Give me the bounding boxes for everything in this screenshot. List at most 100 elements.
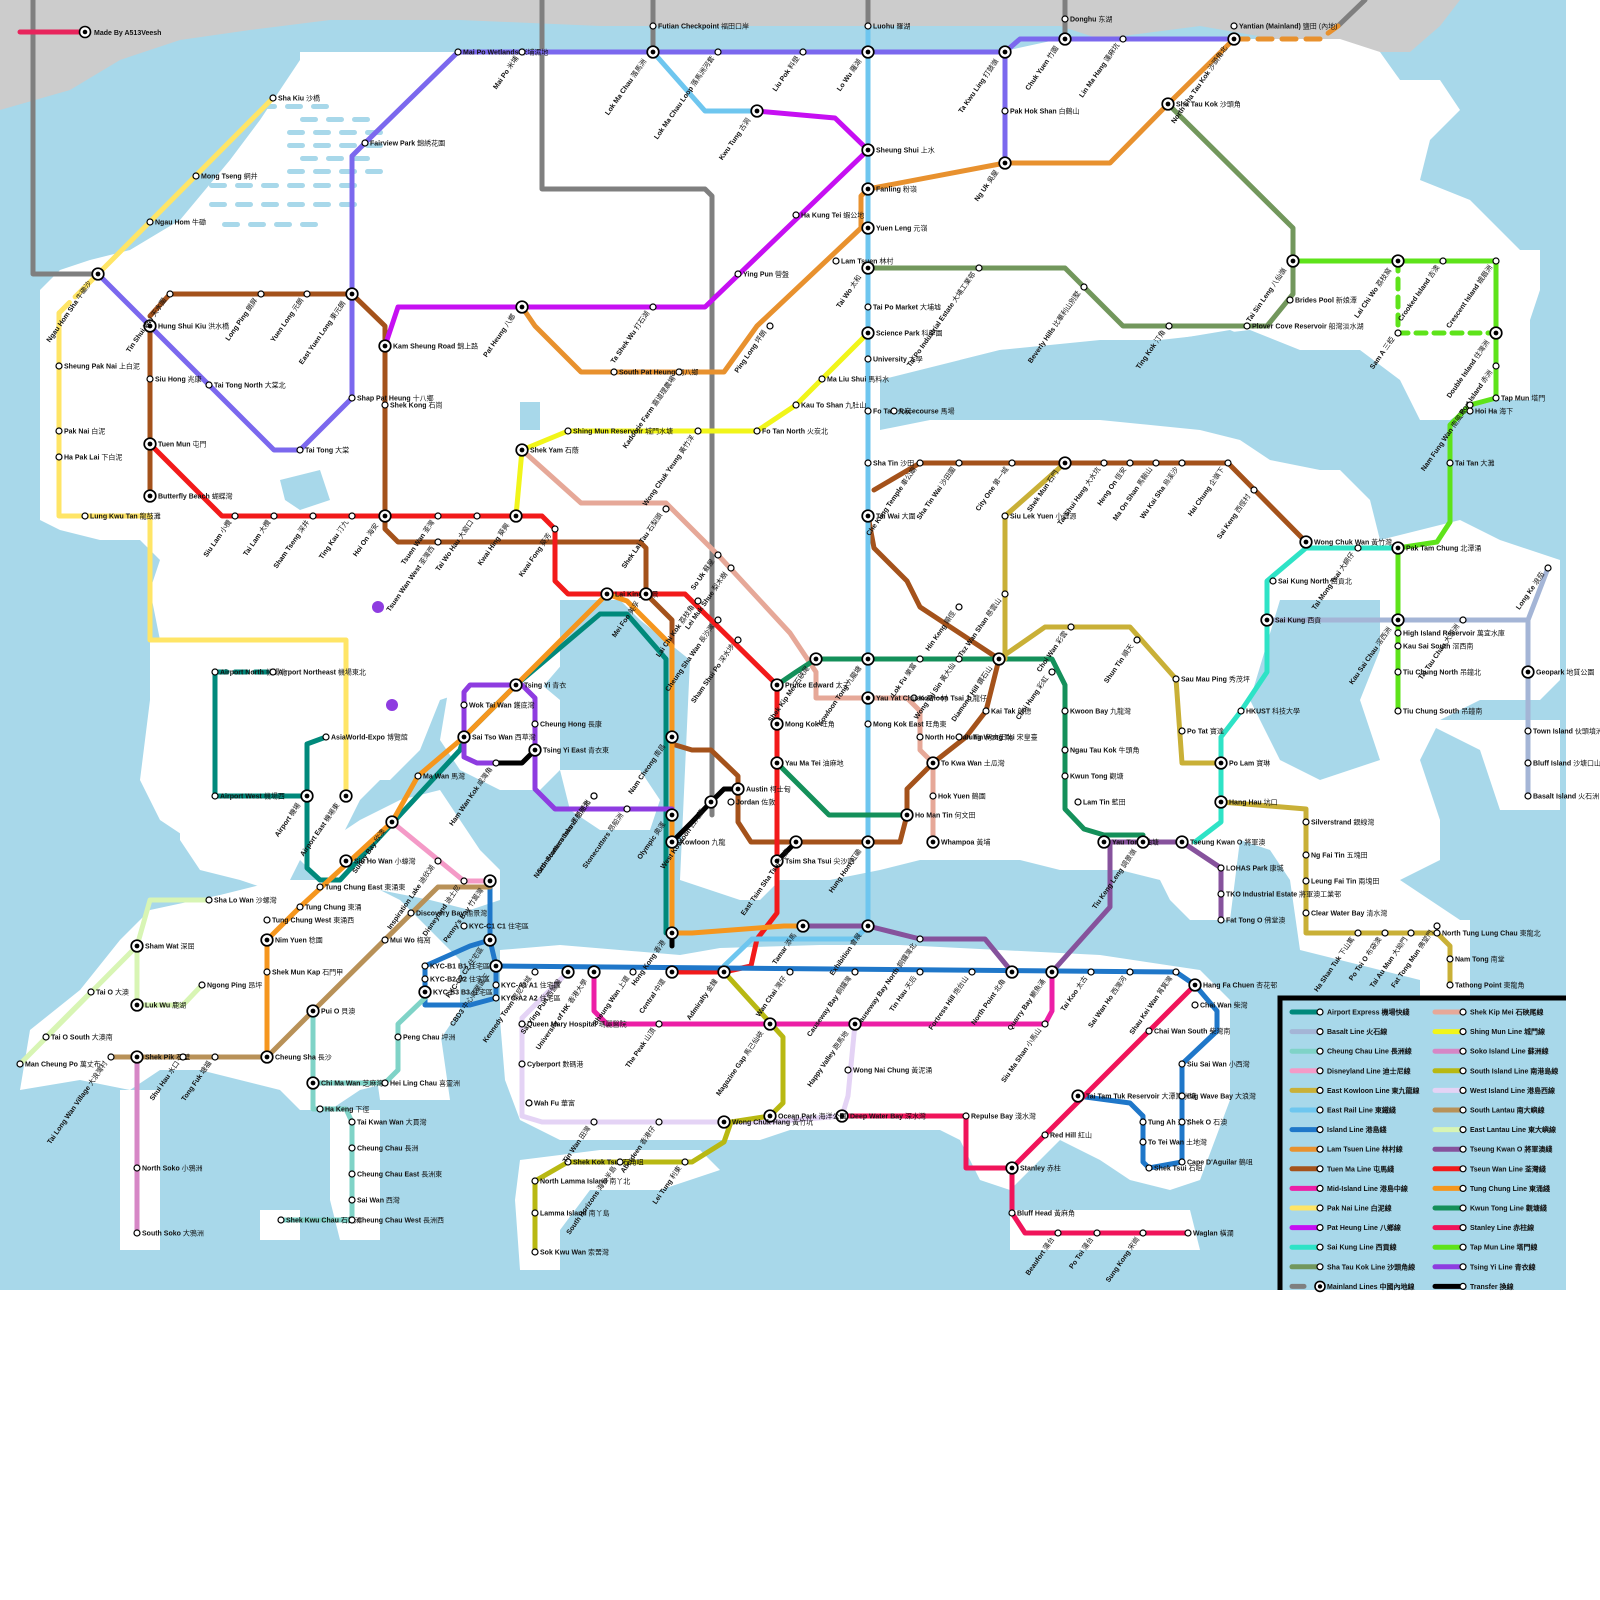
station-tai-po-market[interactable]: Tai Po Market 大埔墟 (865, 303, 941, 312)
station-north-soko[interactable]: North Soko 小鴉洲 (134, 1164, 203, 1173)
station-brides-pool[interactable]: Brides Pool 新娘潭 (1287, 296, 1357, 305)
station-shek-o[interactable]: Shek O 石澳 (1179, 1118, 1227, 1127)
station-kyc-b1-b1[interactable]: KYC-B1 B1 住宅區 (422, 962, 490, 971)
station-wah-fu[interactable]: Wah Fu 華富 (526, 1099, 575, 1108)
station-north-lamma-island[interactable]: North Lamma Island 南丫北 (532, 1177, 630, 1186)
station-kyc-c1-c1[interactable]: KYC-C1 C1 住宅區 (461, 922, 529, 931)
station-red-hill[interactable]: Red Hill 紅山 (1042, 1131, 1092, 1140)
station-ma-wan[interactable]: Ma Wan 馬灣 (415, 772, 465, 781)
station-cheung-chau-west[interactable]: Cheung Chau West 長洲西 (349, 1217, 444, 1225)
station-to-tei-wan[interactable]: To Tei Wan 土地灣 (1140, 1138, 1207, 1147)
station-cheung-chau[interactable]: Cheung Chau 長洲 (349, 1145, 418, 1153)
station-kau-to-shan[interactable]: Kau To Shan 九肚山 (793, 401, 866, 410)
station-tathong-point[interactable]: Tathong Point 東龍角 (1447, 981, 1524, 990)
station-town-island[interactable]: Town Island 伙頭墳洲 (1525, 727, 1600, 736)
station-clear-water-bay[interactable]: Clear Water Bay 清水灣 (1303, 909, 1387, 918)
station-hei-ling-chau[interactable]: Hei Ling Chau 喜靈洲 (382, 1079, 460, 1088)
station-airport-west[interactable]: Airport West 機場西 (212, 792, 285, 801)
station-kwoon-bay[interactable]: Kwoon Bay 九龍灣 (1062, 707, 1131, 716)
station-tai-o-south[interactable]: Tai O South 大澳南 (43, 1033, 113, 1042)
station-jordan[interactable]: Jordan 佐敦 (728, 798, 775, 807)
station-sau-mau-ping[interactable]: Sau Mau Ping 秀茂坪 (1173, 675, 1250, 684)
station-yantian-mainland-[interactable]: Yantian (Mainland) 鹽田 (內地) (1231, 22, 1337, 31)
station-tai-tan[interactable]: Tai Tan 大灘 (1447, 459, 1494, 468)
station-shing-mun-reservoir[interactable]: Shing Mun Reservoir 城門水塘 (565, 427, 673, 436)
station-pak-nai[interactable]: Pak Nai 白泥 (56, 427, 105, 436)
station-hok-yuen[interactable]: Hok Yuen 鶴園 (930, 792, 986, 801)
station-tiu-chung-south[interactable]: Tiu Chung South 吊鐘南 (1395, 707, 1482, 716)
station-shek-kong[interactable]: Shek Kong 石崗 (382, 402, 443, 410)
station-big-wave-bay[interactable]: Big Wave Bay 大浪灣 (1179, 1092, 1256, 1101)
station-racecourse[interactable]: Racecourse 馬場 (891, 407, 955, 416)
station-tung-chung-east[interactable]: Tung Chung East 東涌東 (317, 883, 405, 892)
station-ha-keng[interactable]: Ha Keng 下徑 (317, 1105, 369, 1114)
station-sha-tin[interactable]: Sha Tin 沙田 (865, 460, 914, 468)
station-man-cheung-po[interactable]: Man Cheung Po 萬丈布 (17, 1060, 101, 1069)
station-hkust[interactable]: HKUST 科技大學 (1238, 707, 1300, 716)
station-south-pat-heung[interactable]: South Pat Heung 南八鄉 (611, 368, 698, 377)
station-lamma-island[interactable]: Lamma Island 南丫島 (532, 1209, 610, 1218)
station-siu-hong[interactable]: Siu Hong 兆康 (147, 375, 202, 384)
station-peng-chau[interactable]: Peng Chau 坪洲 (395, 1034, 456, 1042)
station-chai-wan-south[interactable]: Chai Wan South 柴灣南 (1146, 1027, 1230, 1036)
station-fairview-park[interactable]: Fairview Park 錦綉花園 (362, 139, 445, 148)
station-cheung-hong[interactable]: Cheung Hong 長康 (532, 720, 602, 729)
station-kwun-tong[interactable]: Kwun Tong 觀塘 (1062, 772, 1124, 781)
station-nam-tong[interactable]: Nam Tong 南堂 (1447, 955, 1505, 964)
station-tai-tong[interactable]: Tai Tong 大棠 (297, 446, 349, 455)
station-siu-sai-wan[interactable]: Siu Sai Wan 小西灣 (1179, 1060, 1250, 1069)
station-mong-kok-east[interactable]: Mong Kok East 旺角東 (865, 720, 947, 729)
station-sha-lo-wan[interactable]: Sha Lo Wan 沙螺灣 (206, 896, 277, 905)
station-ha-kung-tei[interactable]: Ha Kung Tei 蝦公地 (793, 211, 864, 220)
station-silverstrand[interactable]: Silverstrand 銀線灣 (1303, 818, 1374, 827)
station-cyberport[interactable]: Cyberport 數碼港 (519, 1060, 583, 1069)
station-bluff-head[interactable]: Bluff Head 黃麻角 (1009, 1209, 1075, 1218)
station-ng-fai-tin[interactable]: Ng Fai Tin 五塊田 (1303, 851, 1368, 860)
station-basalt-island[interactable]: Basalt Island 火石洲 (1525, 793, 1599, 801)
station-tap-mun[interactable]: Tap Mun 塔門 (1493, 394, 1545, 403)
station-ha-pak-lai[interactable]: Ha Pak Lai 下白泥 (56, 453, 122, 462)
station-ngong-ping[interactable]: Ngong Ping 昂坪 (199, 982, 262, 990)
station-asiaworld-expo[interactable]: AsiaWorld-Expo 博覽館 (323, 733, 408, 742)
station-discovery-bay[interactable]: Discovery Bay 愉景灣 (408, 909, 487, 918)
station-kau-sai-south[interactable]: Kau Sai South 滘西南 (1395, 642, 1473, 651)
station-sha-kiu[interactable]: Sha Kiu 沙橋 (270, 94, 320, 103)
station-mong-tseng[interactable]: Mong Tseng 網井 (193, 172, 258, 181)
station-waglan[interactable]: Waglan 橫瀾 (1185, 1229, 1234, 1238)
station-mai-po-wetlands[interactable]: Mai Po Wetlands 米埔濕地 (455, 48, 548, 57)
station-tung-chung[interactable]: Tung Chung 東涌 (297, 903, 362, 912)
station-ying-pun[interactable]: Ying Pun 營盤 (735, 270, 789, 279)
station-airport-northeast[interactable]: Airport Northeast 機場東北 (270, 668, 366, 677)
station-ngau-hom[interactable]: Ngau Hom 牛磡 (147, 218, 206, 227)
station-futian-checkpoint[interactable]: Futian Checkpoint 福田口岸 (650, 22, 749, 31)
station-shek-mun-kap[interactable]: Shek Mun Kap 石門甲 (264, 969, 343, 977)
station-wok-tai-wan[interactable]: Wok Tai Wan 鑊底灣 (461, 701, 535, 710)
station-sheung-pak-nai[interactable]: Sheung Pak Nai 上白泥 (56, 362, 140, 371)
station-sok-kwu-wan[interactable]: Sok Kwu Wan 索罟灣 (532, 1248, 609, 1257)
station-ngau-tau-kok[interactable]: Ngau Tau Kok 牛頭角 (1062, 746, 1139, 755)
station-south-soko[interactable]: South Soko 大鴉洲 (134, 1229, 204, 1238)
station-tko-industrial-estate[interactable]: TKO Industrial Estate 將軍澳工業邨 (1218, 890, 1341, 899)
station-tiu-chung-north[interactable]: Tiu Chung North 吊鐘北 (1395, 668, 1481, 677)
station-mui-wo[interactable]: Mui Wo 梅窩 (382, 936, 431, 945)
station-pak-hok-shan[interactable]: Pak Hok Shan 白鶴山 (1002, 107, 1080, 116)
station-chai-wan[interactable]: Chai Wan 柴灣 (1192, 1001, 1248, 1010)
station-fat-tong-o[interactable]: Fat Tong O 佛堂澳 (1218, 916, 1285, 925)
station-tai-kwan-wan[interactable]: Tai Kwan Wan 大貫灣 (349, 1118, 427, 1127)
station-plover-cove-reservoir[interactable]: Plover Cove Reservoir 船灣淡水湖 (1244, 322, 1364, 331)
station-tai-tong-north[interactable]: Tai Tong North 大棠北 (206, 381, 286, 390)
station-tung-chung-west[interactable]: Tung Chung West 東涌西 (264, 916, 354, 925)
station-donghu[interactable]: Donghu 东湖 (1062, 15, 1112, 24)
station-lohas-park[interactable]: LOHAS Park 康城 (1218, 864, 1284, 873)
station-repulse-bay[interactable]: Repulse Bay 淺水灣 (963, 1112, 1036, 1121)
station-sai-wan[interactable]: Sai Wan 西灣 (349, 1196, 400, 1205)
station-shek-tsui[interactable]: Shek Tsui 石咀 (1146, 1165, 1203, 1173)
station-sung-wong-toi[interactable]: Sung Wong Toi 宋皇臺 (956, 733, 1038, 742)
station-fo-tan-north[interactable]: Fo Tan North 火炭北 (754, 428, 828, 436)
station-leung-fai-tin[interactable]: Leung Fai Tin 兩塊田 (1303, 877, 1379, 886)
station-ma-liu-shui[interactable]: Ma Liu Shui 馬料水 (819, 375, 889, 384)
station-cheung-chau-east[interactable]: Cheung Chau East 長洲東 (349, 1170, 442, 1179)
station-shap-pat-heung[interactable]: Shap Pat Heung 十八鄉 (349, 394, 434, 403)
station-north-tung-lung-chau[interactable]: North Tung Lung Chau 東龍北 (1434, 929, 1541, 938)
station-bluff-island[interactable]: Bluff Island 沙塘口山 (1525, 759, 1600, 768)
